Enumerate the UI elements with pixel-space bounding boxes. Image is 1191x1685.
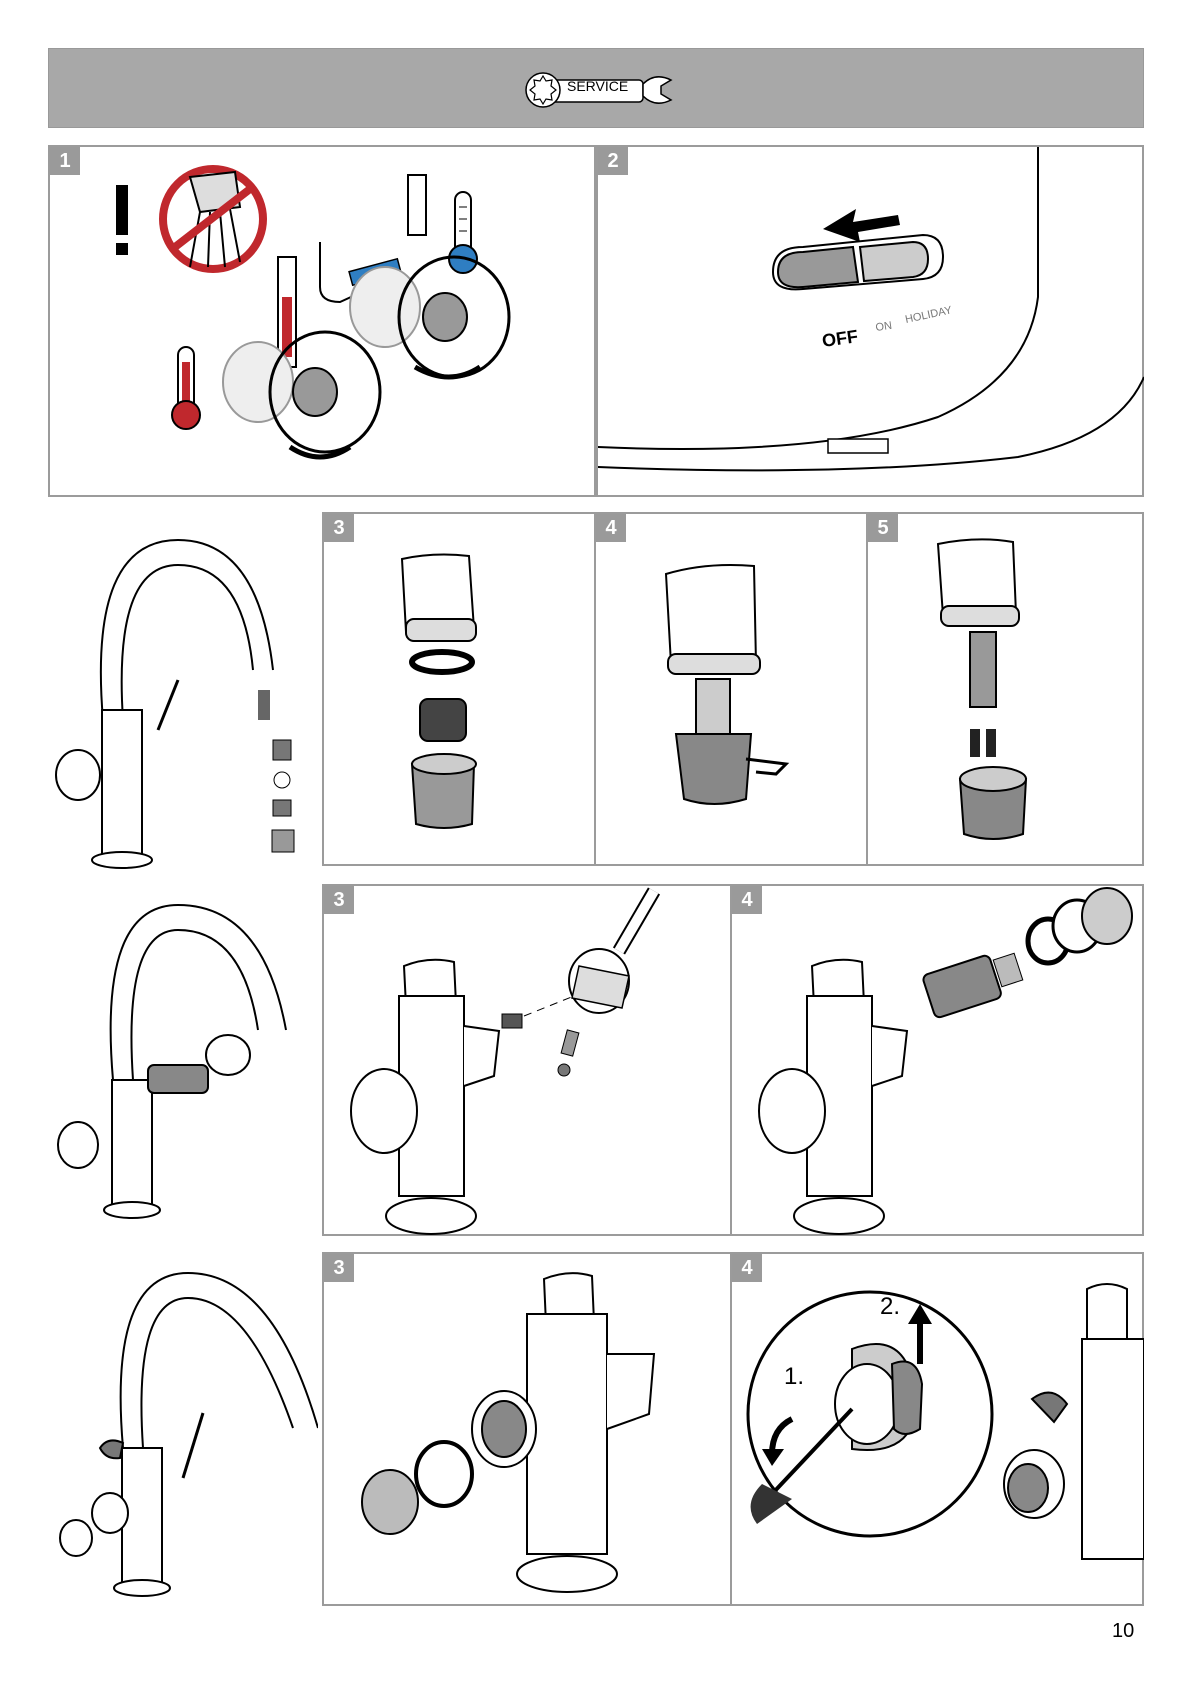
faucet-overview-cartridge-illustration [48, 880, 318, 1230]
step-panel-3-button: 3 [322, 1252, 732, 1606]
filter-insert-illustration [868, 514, 1144, 866]
service-label: SERVICE [567, 78, 628, 94]
step-panel-3-handle: 3 [322, 884, 732, 1236]
step-panel-4-aerator: 4 [594, 512, 868, 866]
callout-step-one: 1. [784, 1363, 804, 1390]
switch-off-label: OFF [821, 326, 859, 351]
shut-off-valves-illustration [50, 147, 596, 497]
switch-on-label: ON [875, 320, 893, 334]
aerator-removal-illustration [324, 514, 596, 866]
callout-step-two: 2. [880, 1293, 900, 1320]
page-number: 10 [1112, 1620, 1134, 1643]
cartridge-removal-illustration [732, 886, 1144, 1236]
step-panel-1: 1 [48, 145, 596, 497]
switch-holiday-label: HOLIDAY [904, 304, 954, 326]
faucet-overview-button-illustration [48, 1248, 318, 1608]
step-panel-4-button: 4 1. 2. [730, 1252, 1144, 1606]
step-panel-4-cartridge: 4 [730, 884, 1144, 1236]
flow-regulator-removal-illustration [596, 514, 868, 866]
no-spray-icon [163, 169, 263, 269]
handle-removal-illustration [324, 886, 732, 1236]
hot-thermometer-icon [172, 347, 200, 429]
boiler-switch-illustration: OFF ON HOLIDAY [598, 147, 1144, 497]
faucet-overview-spout-illustration [48, 510, 318, 870]
step-panel-3-aerator: 3 [322, 512, 596, 866]
button-lever-illustration: 1. 2. [732, 1254, 1144, 1606]
step-panel-2: 2 OFF ON HOLIDAY [596, 145, 1144, 497]
button-removal-illustration [324, 1254, 732, 1606]
step-panel-5-aerator: 5 [866, 512, 1144, 866]
